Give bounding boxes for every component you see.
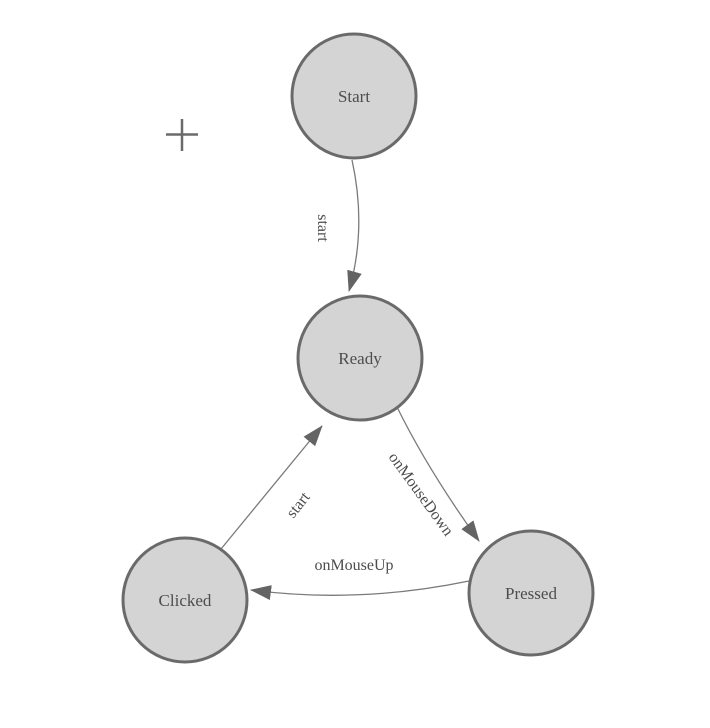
state-node-ready[interactable]: Ready [296,294,424,422]
transition-clicked-to-ready[interactable]: start [220,425,323,550]
transition-label: onMouseUp [314,557,393,574]
state-node-start[interactable]: Start [290,32,418,160]
transition-ready-to-pressed[interactable]: onMouseDown [385,406,480,542]
state-node-clicked[interactable]: Clicked [121,536,249,664]
state-node-pressed[interactable]: Pressed [467,529,595,657]
state-circle[interactable] [467,529,595,657]
state-label: Clicked [159,591,212,610]
transition-path[interactable] [347,159,362,292]
transition-path[interactable] [250,580,470,601]
transition-path[interactable] [396,406,480,542]
state-circle[interactable] [296,294,424,422]
transition-label: start [283,489,314,522]
transition-start-to-ready[interactable]: start [314,159,362,292]
state-label: Ready [338,349,382,368]
state-label: Start [338,87,370,106]
transition-label: onMouseDown [385,449,457,539]
state-circle[interactable] [121,536,249,664]
state-label: Pressed [505,584,557,603]
transition-label: start [314,214,331,242]
plus-icon [166,119,198,151]
transition-pressed-to-clicked[interactable]: onMouseUp [250,557,470,601]
transition-path[interactable] [220,425,323,550]
state-circle[interactable] [290,32,418,160]
